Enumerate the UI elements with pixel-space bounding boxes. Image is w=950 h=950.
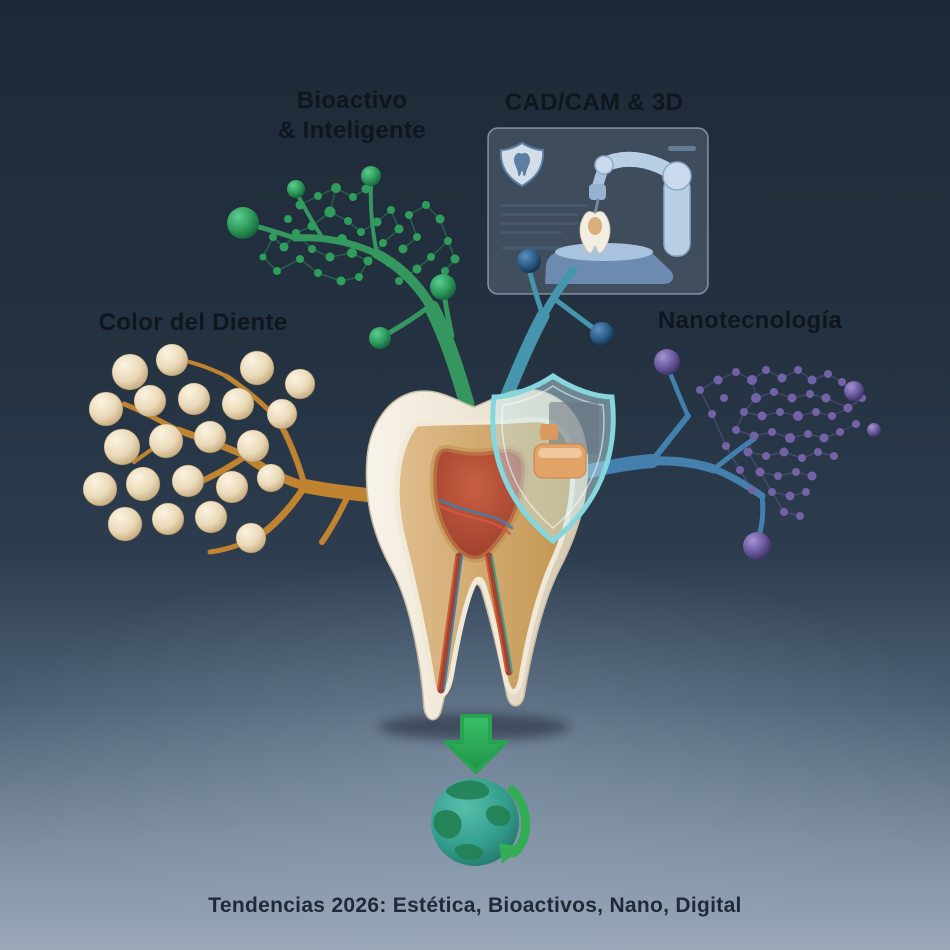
cadcam-panel xyxy=(487,127,709,295)
purple-spheres xyxy=(654,349,881,560)
label-nanotecnologia: Nanotecnología xyxy=(657,307,843,334)
cream-molecule-cluster xyxy=(82,343,316,554)
bioactive-capsule-icon xyxy=(533,424,587,479)
label-bioactivo: Bioactivo & Inteligente xyxy=(232,86,472,146)
panel-text-lines xyxy=(500,146,696,250)
label-cadcam: CAD/CAM & 3D xyxy=(504,89,684,116)
label-bioactivo-line2: & Inteligente xyxy=(278,117,426,144)
branch-green xyxy=(245,184,475,412)
globe-recycle-icon xyxy=(431,778,531,866)
green-spheres xyxy=(227,166,456,349)
cadcam-robotic-arm-icon xyxy=(545,151,692,284)
down-arrow-icon xyxy=(444,714,508,774)
caption: Tendencias 2026: Estética, Bioactivos, N… xyxy=(208,894,742,917)
panel-tooth xyxy=(579,211,611,254)
protection-shield-icon xyxy=(490,372,616,545)
label-color-del-diente: Color del Diente xyxy=(98,309,288,336)
tooth-cross-section-icon xyxy=(365,388,589,721)
blue-node-spheres xyxy=(517,249,614,346)
green-molecule-cluster xyxy=(227,166,460,349)
tooth-root-canals xyxy=(437,498,514,694)
purple-molecule-cluster xyxy=(654,349,881,560)
panel-shield-tooth-icon xyxy=(499,141,545,188)
label-bioactivo-line1: Bioactivo xyxy=(296,87,408,114)
